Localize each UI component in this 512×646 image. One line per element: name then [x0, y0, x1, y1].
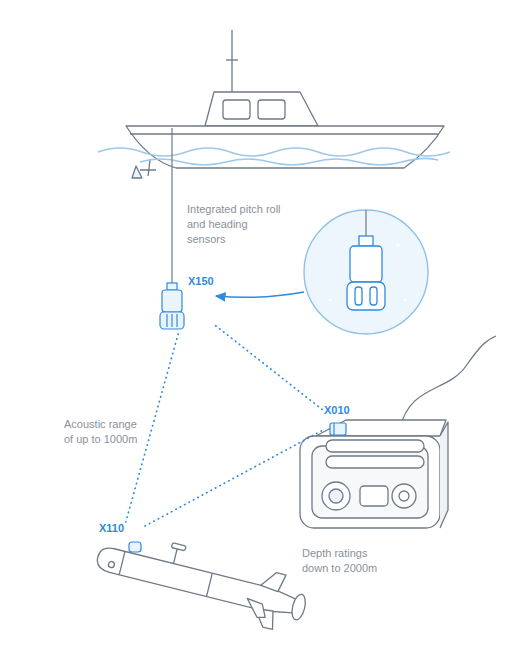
- auv-mast: [173, 548, 177, 564]
- mast-bar: [226, 59, 238, 60]
- transducer-body: [129, 542, 141, 552]
- bubble: [397, 244, 400, 247]
- rov-rail: [326, 440, 424, 452]
- rov-hub: [399, 491, 409, 501]
- zoom-detail: [216, 210, 428, 334]
- rov-lens: [329, 489, 343, 503]
- hull-seam: [207, 573, 213, 596]
- hull: [126, 126, 444, 168]
- cage-bar: [166, 314, 167, 327]
- cable: [171, 128, 172, 284]
- acoustic-link: [216, 326, 322, 410]
- cabin: [205, 92, 318, 126]
- rov-rail: [326, 456, 424, 468]
- auv-transducer: [129, 542, 141, 552]
- annotation: Depth ratings down to 2000m: [302, 546, 394, 576]
- zoom-neck: [359, 236, 373, 246]
- wave: [140, 158, 438, 165]
- device-node: X110: [97, 522, 145, 556]
- rov-transducer: [330, 423, 346, 435]
- wave: [98, 148, 450, 156]
- zoom-slot: [355, 287, 362, 305]
- device-node: X010: [322, 404, 354, 440]
- rov-frame: [300, 436, 440, 528]
- device-label: X010: [324, 404, 350, 417]
- transducer: [160, 283, 184, 329]
- zoom-detail: [347, 236, 385, 310]
- annotation: Integrated pitch roll and heading sensor…: [187, 202, 283, 247]
- auv-hull: [95, 545, 298, 617]
- zoom-circle: [304, 210, 428, 334]
- zoom-cable: [365, 210, 366, 236]
- rudder: [132, 166, 142, 178]
- mast: [231, 30, 232, 92]
- cage-bar: [171, 314, 172, 327]
- rov-housing: [360, 486, 388, 506]
- rov-panel: [312, 446, 428, 518]
- fin: [243, 598, 268, 619]
- propeller: [140, 160, 156, 176]
- zoom-body: [350, 246, 382, 282]
- tether: [400, 336, 496, 428]
- transducer-body: [330, 423, 346, 435]
- propeller-ring: [290, 593, 308, 621]
- hull-seam: [119, 551, 125, 574]
- transducer-neck: [167, 283, 177, 290]
- rov-side: [440, 422, 448, 528]
- transducer-body: [162, 290, 182, 312]
- zoom-slot: [370, 287, 377, 305]
- bubble: [404, 299, 406, 301]
- cage-bar: [176, 314, 177, 327]
- deck-line: [130, 133, 438, 134]
- device-label: X110: [99, 522, 124, 535]
- rov: [300, 336, 496, 528]
- rov-top: [316, 420, 446, 436]
- acoustic-link: [145, 431, 322, 526]
- device-node: X150: [158, 272, 216, 334]
- zoom-cage: [347, 282, 385, 310]
- auv-sensor: [108, 561, 115, 568]
- auv: [91, 526, 312, 636]
- auv-antenna: [171, 543, 186, 551]
- device-label: X150: [188, 275, 214, 288]
- annotation: Acoustic range of up to 1000m: [64, 417, 148, 447]
- rov-camera: [322, 482, 350, 510]
- window: [258, 100, 285, 119]
- zoom-arrow: [216, 292, 304, 297]
- transducer-line: [333, 423, 334, 435]
- transducer-cage: [160, 312, 184, 329]
- bubble: [329, 299, 332, 302]
- window: [223, 100, 250, 119]
- water: [98, 148, 450, 165]
- rov-thruster: [392, 484, 416, 508]
- fin: [260, 570, 286, 593]
